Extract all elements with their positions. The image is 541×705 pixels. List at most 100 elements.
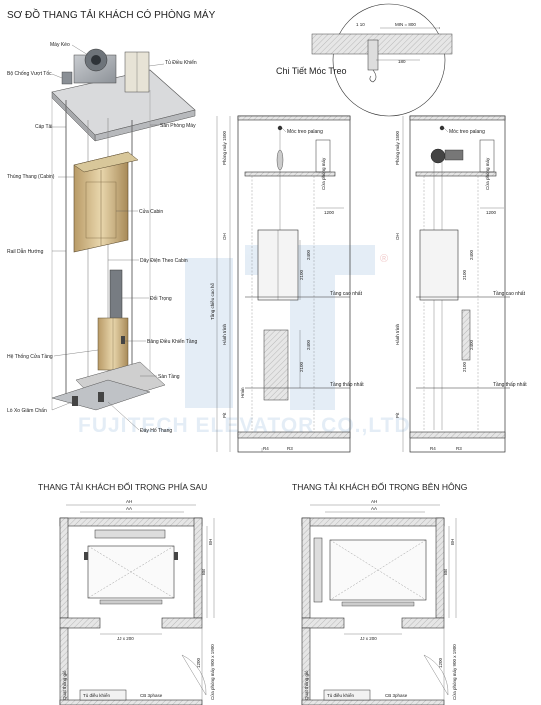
right-r4: R4 xyxy=(430,446,436,451)
hook-detail: MIN = 800 180 1 10 Chi Tiết Móc Treo xyxy=(276,3,453,117)
left-door-label: Cửa phòng máy xyxy=(320,157,326,190)
right-r3: R3 xyxy=(456,446,462,451)
plan-right-door-label: Cửa phòng máy 900 x 1900 xyxy=(451,644,457,700)
label-pit: Đáy Hố Thang xyxy=(140,428,172,434)
machine-room-door-right xyxy=(479,139,495,173)
left-total-height: Tầng chiều cao hố xyxy=(210,282,215,320)
right-dim-2100b: 2100 xyxy=(462,361,467,372)
hook-detail-title: Chi Tiết Móc Treo xyxy=(276,66,347,76)
pit-slab-right xyxy=(409,431,506,439)
right-hook-label: Móc treo palang xyxy=(449,129,485,135)
label-governor: Bộ Chống Vượt Tốc xyxy=(7,71,52,77)
overspeed-governor xyxy=(61,71,73,85)
left-bottom-floor: Tầng thấp nhất xyxy=(330,382,364,388)
right-dim-2400a: 2400 xyxy=(469,249,474,260)
counterweight-left xyxy=(263,329,289,401)
exploded-illustration xyxy=(51,48,196,411)
left-dim-2100b: 2100 xyxy=(299,361,304,372)
hook-beam xyxy=(311,33,453,55)
right-dim-machine-room: Phòng máy 1500 xyxy=(395,130,400,165)
hook-icon xyxy=(369,69,377,83)
plan-left-bb: BB xyxy=(201,569,206,575)
label-landing-doors: Hệ Thống Cửa Tầng xyxy=(7,353,53,360)
label-cabin-door: Cửa Cabin xyxy=(139,208,163,215)
plan-right-jj: JJ x 200 xyxy=(360,636,377,641)
hook-dim-h: 1 10 xyxy=(356,22,365,27)
left-r4: R4 xyxy=(263,446,269,451)
plan-right-control-cabinet xyxy=(323,689,371,701)
section-view-left: Cửa phòng máy Móc treo palang Tầng cao n… xyxy=(210,115,364,453)
right-dim-2400b: 2400 xyxy=(469,339,474,350)
right-dim-1200: 1200 xyxy=(486,210,497,215)
counterweight-right xyxy=(461,309,471,361)
right-travel: Hành trình xyxy=(395,323,400,345)
plan-left-door-label: Cửa phòng máy 900 x 1900 xyxy=(209,644,215,700)
left-pit: Pit xyxy=(222,412,227,418)
traction-machine-right xyxy=(430,148,446,164)
plan-right-bb: BB xyxy=(443,569,448,575)
right-top-floor: Tầng cao nhất xyxy=(493,291,526,297)
label-counterweight: Đối Trọng xyxy=(150,296,172,302)
plan-left-1200: 1200 xyxy=(196,657,201,668)
plan-right-cabinet-label: Tủ điều khiển xyxy=(327,692,355,698)
label-travelling-cable: Dây Điện Theo Cabin xyxy=(140,258,188,264)
left-dim-machine-room: Phòng máy 1500 xyxy=(222,130,227,165)
plan-right-title: THANG TẢI KHÁCH ĐỐI TRỌNG BÊN HÔNG xyxy=(292,481,467,492)
left-top-floor: Tầng cao nhất xyxy=(330,291,363,297)
left-dim-2400b: 2400 xyxy=(306,339,311,350)
plan-left-control-cabinet xyxy=(79,689,127,701)
plan-left-cabinet-label: Tủ điều khiển xyxy=(83,692,111,698)
plan-left-jj: JJ x 200 xyxy=(117,636,134,641)
right-pit: Pit xyxy=(395,412,400,418)
machine-room-slab-left xyxy=(244,171,336,177)
machine-room-door-left xyxy=(315,139,331,173)
plan-right-bh: BH xyxy=(450,539,455,545)
label-landing-floor: Sàn Tầng xyxy=(158,374,180,380)
plan-right-ah: AH xyxy=(371,499,377,504)
label-hoist-rope: Cáp Tải xyxy=(35,124,52,130)
right-bottom-floor: Tầng thấp nhất xyxy=(493,382,527,388)
plan-left-counterweight xyxy=(94,529,166,539)
plan-left-aa: AA xyxy=(126,506,132,511)
landing-call-panel xyxy=(121,336,125,344)
watermark-registered: ® xyxy=(380,253,388,265)
plan-right-counterweight xyxy=(313,537,323,603)
exploded-labels: Máy Kéo Tủ Điều Khiển Bộ Chống Vượt Tốc … xyxy=(7,42,197,434)
plan-view-right: AH AA BB BH JJ x 200 Tủ điều khiển CB 3p… xyxy=(301,499,457,705)
hook-icon xyxy=(439,125,445,131)
cabin-section-right xyxy=(419,229,459,301)
left-r3: R3 xyxy=(287,446,293,451)
label-cabin: Thùng Thang (Cabin) xyxy=(7,174,55,180)
left-dim-2400a: 2400 xyxy=(306,249,311,260)
right-door-label: Cửa phòng máy xyxy=(484,157,490,190)
plan-left-door-swing xyxy=(181,654,207,696)
left-travel: Hành trình xyxy=(222,323,227,345)
hook-bolt xyxy=(367,39,379,71)
plan-right-door-sill xyxy=(341,601,415,607)
left-dim-2100a: 2100 xyxy=(299,269,304,280)
pit-slab-left xyxy=(237,431,351,439)
plan-left-fan: Quạt thông gió xyxy=(62,670,67,700)
right-dim-2100a: 2100 xyxy=(462,269,467,280)
label-traction-machine: Máy Kéo xyxy=(50,42,70,48)
plan-right-fan: Quạt thông gió xyxy=(304,670,309,700)
left-dim-1200: 1200 xyxy=(324,210,335,215)
plan-left-ah: AH xyxy=(126,499,132,504)
hook-dim-min: MIN = 800 xyxy=(395,22,416,27)
right-oh: OH xyxy=(395,233,400,240)
label-control-cabinet: Tủ Điều Khiển xyxy=(165,59,197,66)
label-buffer: Lò Xo Giảm Chấn xyxy=(7,408,47,414)
hook-dim-180: 180 xyxy=(398,59,406,64)
buffer-spring xyxy=(72,396,78,406)
left-oh: OH xyxy=(222,233,227,240)
left-hmin: Hmin xyxy=(240,387,245,398)
hook-detail-circle xyxy=(332,3,446,117)
plan-right-door-swing xyxy=(423,654,449,696)
plan-view-left: AH AA BB BH JJ x 200 Tủ điều khiển CB 3p… xyxy=(59,499,215,705)
label-machine-room-floor: Sàn Phòng Máy xyxy=(160,123,196,129)
watermark-text: FUJITECH ELEVATOR CO.,LTD xyxy=(78,414,411,437)
plan-left-bh: BH xyxy=(208,539,213,545)
plan-left-door-sill xyxy=(99,599,163,605)
hook-icon xyxy=(277,125,283,131)
